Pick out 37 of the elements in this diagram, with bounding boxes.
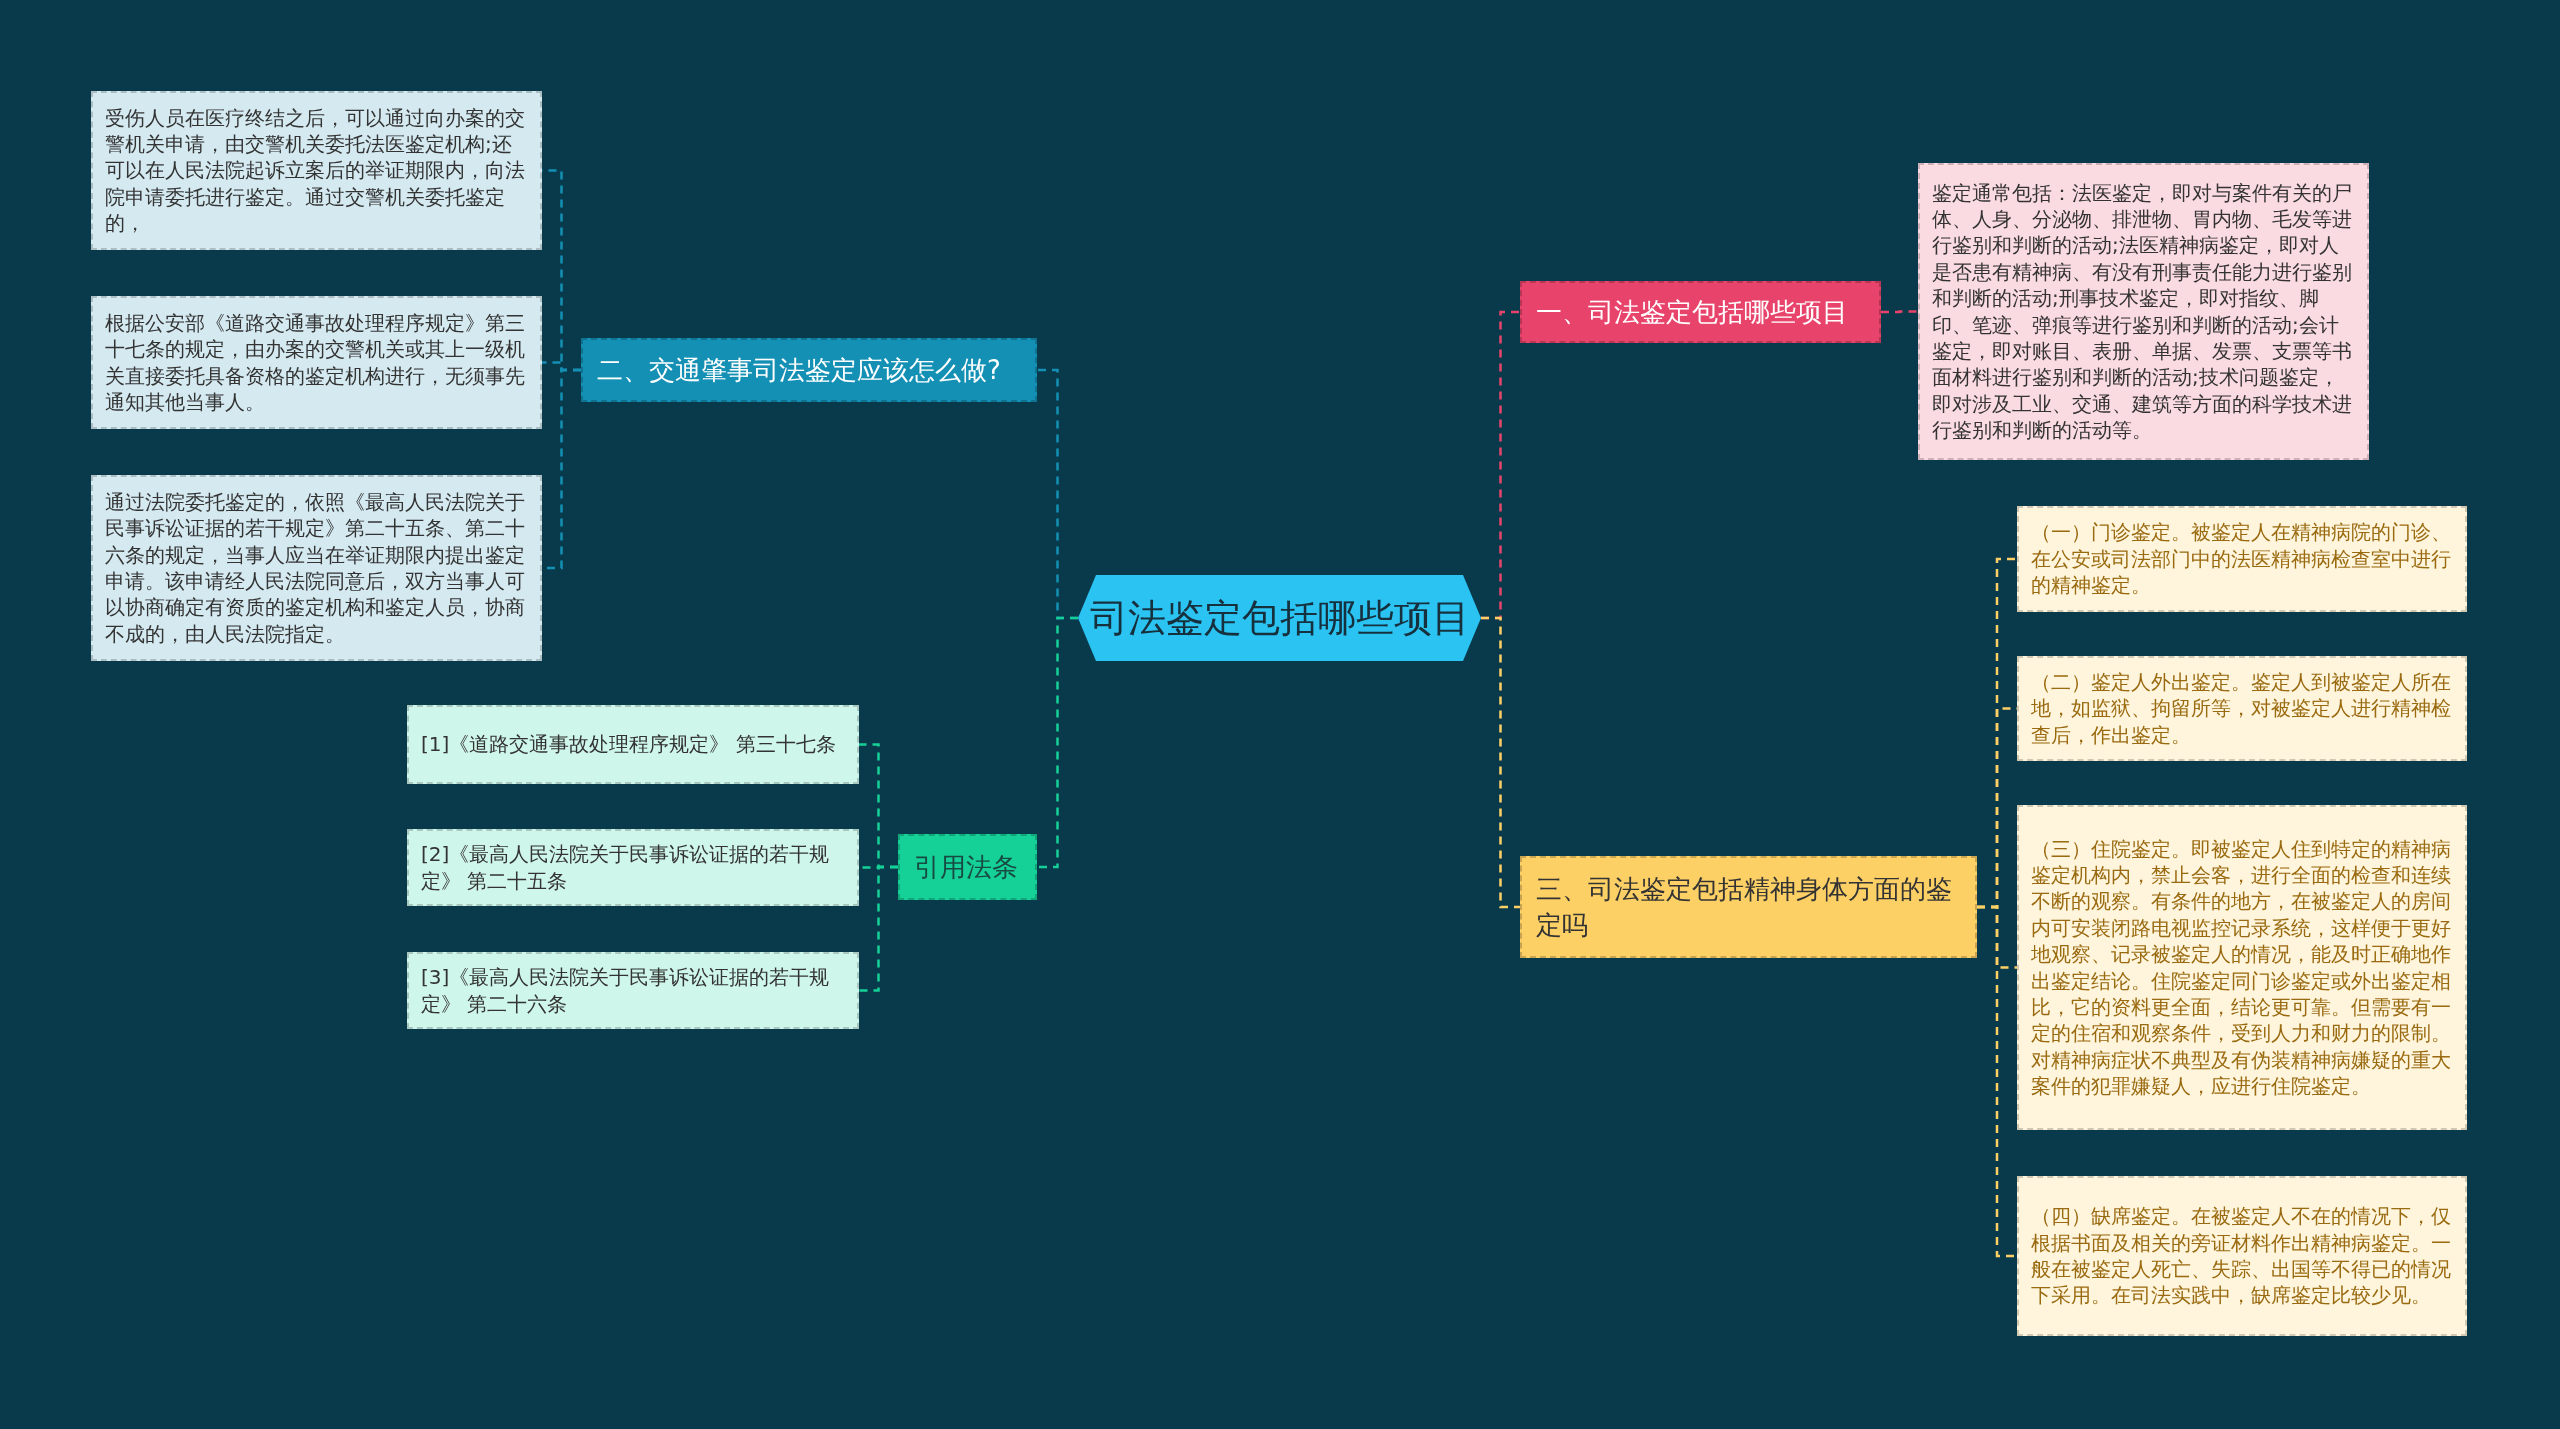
topic-box [1520,856,1977,958]
node-text: 二、交通肇事司法鉴定应该怎么做? [597,353,1001,387]
note-box [1918,163,2369,460]
node-text: 引用法条 [914,850,1018,884]
topic-box [581,338,1037,402]
note-box [407,829,859,906]
note-box [2017,1176,2467,1336]
connector-line [1881,310,1918,314]
connector-line [859,865,898,992]
node-text: 受伤人员在医疗终结之后，可以通过向办案的交警机关申请，由交警机关委托法医鉴定机构;还可以在人民法院起诉立案后的举证期限内，向法院申请委托进行鉴定。通过交警机关委托鉴定的， [105,104,526,237]
note-box [91,91,542,250]
node-text: （四）缺席鉴定。在被鉴定人不在的情况下，仅根据书面及相关的旁证材料作出精神病鉴定。一般在被鉴定人死亡、失踪、出国等不得已的情况下采用。在司法实践中，缺席鉴定比较少见。 [2031,1203,2452,1309]
note-box [2017,506,2467,612]
note-box [91,475,542,661]
node-text: [2]《最高人民法院关于民事诉讼证据的若干规定》 第二十五条 [421,841,831,894]
node-text: 通过法院委托鉴定的，依照《最高人民法院关于民事诉讼证据的若干规定》第二十五条、第二十六条的规定，当事人应当在举证期限内提出鉴定申请。该申请经人民法院同意后，双方当事人可以协商确定有资质的鉴定机构和鉴定人员，协商不成的，由人民法院指定。 [105,488,526,648]
node-text: （三）住院鉴定。即被鉴定人住到特定的精神病鉴定机构内，禁止会客，进行全面的检查和连续不断的观察。有条件的地方，在被鉴定人的房间内可安装闭路电视监控记录系统，这样便于更好地观察、记录被鉴定人的情况，能及时正确地作出鉴定结论。住院鉴定同门诊鉴定或外出鉴定相比，它的资料更全面，结论更可靠。但需要有一定的住宿和观察条件，受到人力和财力的限制。对精神病症状不典型及有伪装精神病嫌疑的重大案件的犯罪嫌疑人，应进行住院鉴定。 [2031,835,2452,1100]
note-box [91,296,542,429]
note-box [2017,805,2467,1130]
node-text: 根据公安部《道路交通事故处理程序规定》第三十七条的规定，由办案的交警机关或其上一级机关直接委托具备资格的鉴定机构进行，无须事先通知其他当事人。 [105,309,526,416]
topic-box [898,834,1037,900]
node-text: 一、司法鉴定包括哪些项目 [1536,295,1848,329]
connector-line [1037,616,1078,869]
node-text: 三、司法鉴定包括精神身体方面的鉴定吗 [1536,872,1953,942]
connector-line [1481,616,1520,909]
connector-line [1977,905,2017,1258]
topic-box [1520,281,1881,343]
node-text: [1]《道路交通事故处理程序规定》 第三十七条 [421,731,836,758]
central-topic [1078,575,1481,661]
note-box [407,952,859,1029]
note-box [407,705,859,784]
node-text: [3]《最高人民法院关于民事诉讼证据的若干规定》 第二十六条 [421,964,831,1017]
node-text: （二）鉴定人外出鉴定。鉴定人到被鉴定人所在地，如监狱、拘留所等，对被鉴定人进行精神检查后，作出鉴定。 [2031,668,2452,749]
node-text: 鉴定通常包括：法医鉴定，即对与案件有关的尸体、人身、分泌物、排泄物、胃内物、毛发等进行鉴别和判断的活动;法医精神病鉴定，即对人是否患有精神病、有没有刑事责任能力进行鉴别和判断的活动;刑事技术鉴定，即对指纹、脚印、笔迹、弹痕等进行鉴别和判断的活动;会计鉴定，即对账目、表册、单据、发票、支票等书面材料进行鉴别和判断的活动;技术问题鉴定，即对涉及工业、交通、建筑等方面的科学技术进行鉴别和判断的活动等。 [1932,179,2353,444]
note-box [2017,656,2467,761]
node-text: 司法鉴定包括哪些项目 [1089,594,1470,642]
node-text: （一）门诊鉴定。被鉴定人在精神病院的门诊、在公安或司法部门中的法医精神病检查室中进行的精神鉴定。 [2031,519,2452,599]
